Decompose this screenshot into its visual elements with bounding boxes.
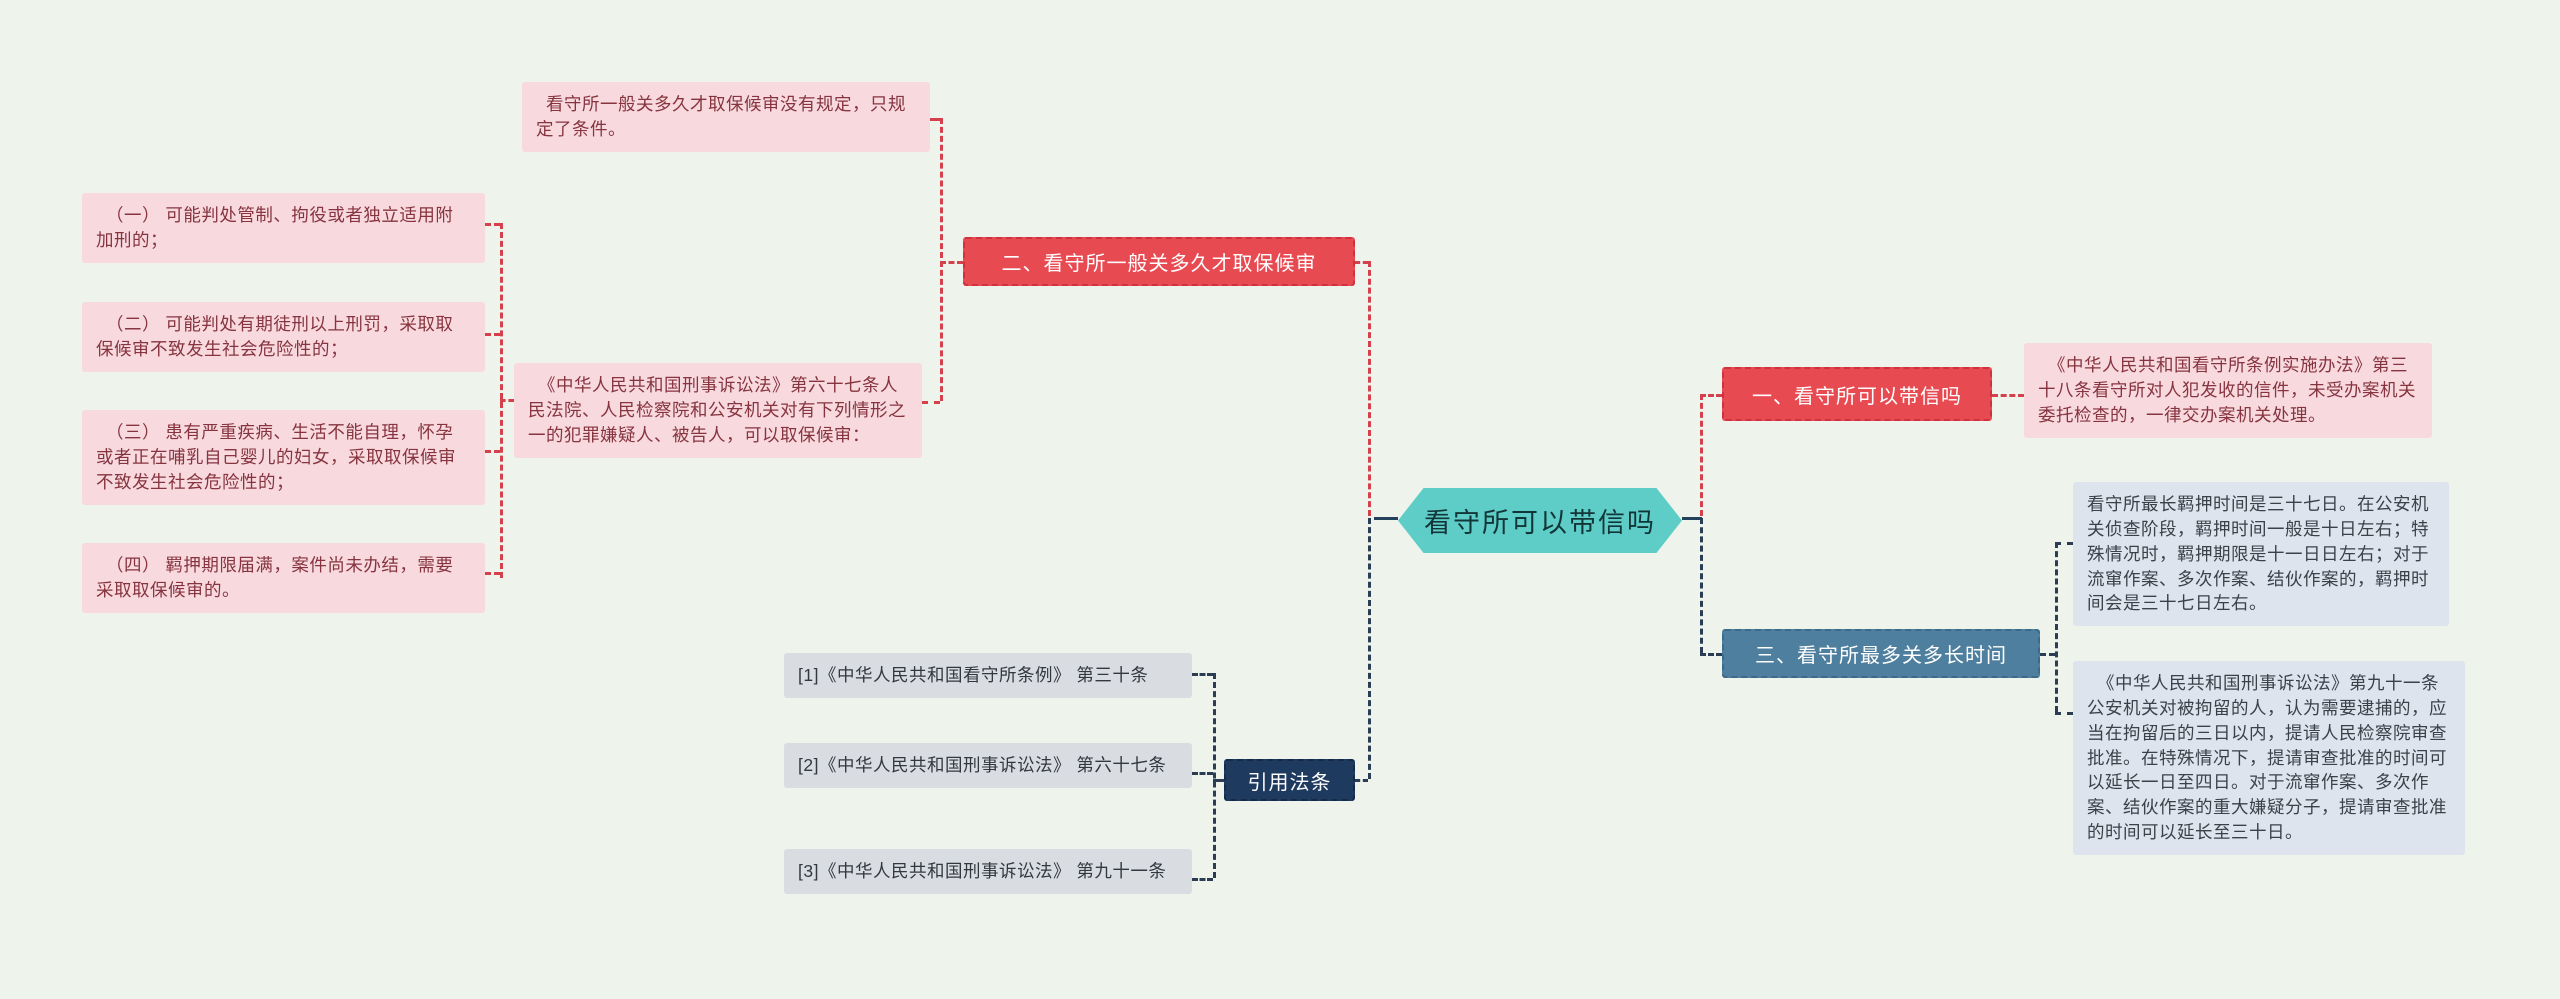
connector-citation3-stub [1192, 878, 1213, 881]
connector-law67-left-stub [500, 399, 514, 402]
bail-condition-3-box: （三） 患有严重疾病、生活不能自理，怀孕或者正在哺乳自己婴儿的妇女，采取取保候审… [82, 410, 485, 505]
connector-bail-spine [940, 118, 943, 401]
duration-answer-box: 看守所最长羁押时间是三十七日。在公安机关侦查阶段，羁押时间一般是十日左右；特殊情… [2073, 482, 2449, 627]
citations-node[interactable]: 引用法条 [1224, 759, 1355, 801]
bail-condition-2-box: （二） 可能判处有期徒刑以上刑罚，采取取保候审不致发生社会危险性的； [82, 302, 485, 372]
bail-condition-1-box: （一） 可能判处管制、拘役或者独立适用附加刑的； [82, 193, 485, 263]
connector-citations-right-stub [1355, 779, 1368, 782]
branch-bail-node[interactable]: 二、看守所一般关多久才取保候审 [963, 237, 1355, 286]
duration-law-article91-box: 《中华人民共和国刑事诉讼法》第九十一条公安机关对被拘留的人，认为需要逮捕的，应当… [2073, 661, 2465, 855]
connector-center-right-up [1700, 394, 1703, 516]
branch-duration-node[interactable]: 三、看守所最多关多长时间 [1722, 629, 2040, 678]
connector-condition3-stub [485, 450, 500, 453]
branch-letters-node[interactable]: 一、看守所可以带信吗 [1722, 367, 1992, 421]
connector-citations-node-stub [1213, 779, 1224, 782]
connector-citation1-stub [1192, 673, 1213, 676]
connector-duration-right-stub [2040, 653, 2055, 656]
connector-condition4-stub [485, 572, 500, 575]
connector-bail-to-center-stub [1355, 261, 1368, 264]
connector-duration-spine [2055, 542, 2058, 712]
bail-condition-4-box: （四） 羁押期限届满，案件尚未办结，需要采取取保候审的。 [82, 543, 485, 613]
citation-3-box: [3]《中华人民共和国刑事诉讼法》 第九十一条 [784, 849, 1192, 894]
bail-law-article67-box: 《中华人民共和国刑事诉讼法》第六十七条人民法院、人民检察院和公安机关对有下列情形… [514, 363, 922, 458]
letters-law-article38-box: 《中华人民共和国看守所条例实施办法》第三十八条看守所对人犯发收的信件，未受办案机… [2024, 343, 2432, 438]
connector-citations-spine [1213, 673, 1216, 878]
connector-letters-node-stub [1700, 394, 1722, 397]
connector-condition2-stub [485, 333, 500, 336]
connector-citation2-stub [1192, 772, 1213, 775]
connector-law67-right-stub [922, 401, 940, 404]
connector-duration-law91-stub [2055, 712, 2073, 715]
connector-duration-answer-stub [2055, 542, 2073, 545]
connector-duration-node-stub [1700, 653, 1722, 656]
connector-center-right-down [1700, 518, 1703, 653]
connector-condition1-stub [485, 223, 500, 226]
central-topic-node[interactable]: 看守所可以带信吗 [1398, 488, 1682, 553]
connector-letters-law38-stub [1992, 394, 2024, 397]
bail-note-box: 看守所一般关多久才取保候审没有规定，只规定了条件。 [522, 82, 930, 152]
connector-bail-node-stub [940, 261, 963, 264]
connector-center-left-tip [1374, 517, 1398, 520]
connector-center-left-up [1368, 261, 1371, 516]
citation-2-box: [2]《中华人民共和国刑事诉讼法》 第六十七条 [784, 743, 1192, 788]
connector-center-right-tip [1682, 517, 1702, 520]
citation-1-box: [1]《中华人民共和国看守所条例》 第三十条 [784, 653, 1192, 698]
connector-center-left-down [1368, 518, 1371, 779]
connector-bail-note-stub [930, 118, 940, 121]
